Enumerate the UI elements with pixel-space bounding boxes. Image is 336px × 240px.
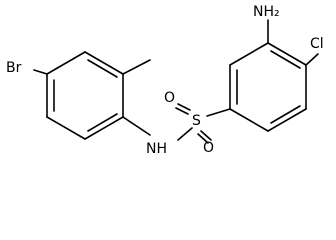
bond-r3-r4	[267, 42, 307, 66]
molecule-structure-diagram: Br NH S O O NH₂ Cl	[6, 4, 324, 157]
bond-sulfur-oxygen-bottom-b	[200, 130, 212, 141]
bond-r5-r6	[267, 108, 307, 132]
bond-methyl-top	[122, 59, 151, 75]
sulfur-label: S	[192, 113, 201, 129]
double-bond-right-2	[270, 50, 301, 69]
chlorine-label: Cl	[310, 36, 324, 52]
bond-ring-chlorine	[305, 53, 319, 66]
bond-r6-r1	[229, 108, 269, 132]
bond-methyl-bottom	[122, 116, 151, 136]
bond-ring-bromine	[33, 69, 48, 75]
bond-sulfur-oxygen-top-b	[177, 103, 191, 111]
bromine-label: Br	[6, 60, 22, 76]
bond-c4-c5	[84, 116, 124, 140]
bond-c5-c6	[46, 116, 86, 140]
double-bond-inner-2	[87, 59, 118, 78]
left-benzene-ring	[46, 51, 124, 140]
amine-nh-label: NH	[146, 141, 167, 157]
bond-sulfur-oxygen-bottom-a	[197, 133, 209, 144]
oxygen-bottom-label: O	[203, 140, 214, 156]
amino-label: NH₂	[253, 4, 280, 20]
bond-c1-c2	[46, 51, 86, 75]
bond-r2-r3	[229, 42, 269, 66]
oxygen-top-label: O	[164, 90, 175, 106]
bond-c2-c3	[84, 51, 124, 75]
double-bond-inner-3	[87, 113, 118, 132]
bond-nitrogen-sulfur	[177, 127, 193, 141]
right-benzene-ring	[229, 42, 307, 132]
bond-sulfur-oxygen-top-a	[175, 107, 189, 115]
bond-sulfur-ring	[206, 108, 231, 117]
double-bond-right-3	[270, 105, 301, 124]
